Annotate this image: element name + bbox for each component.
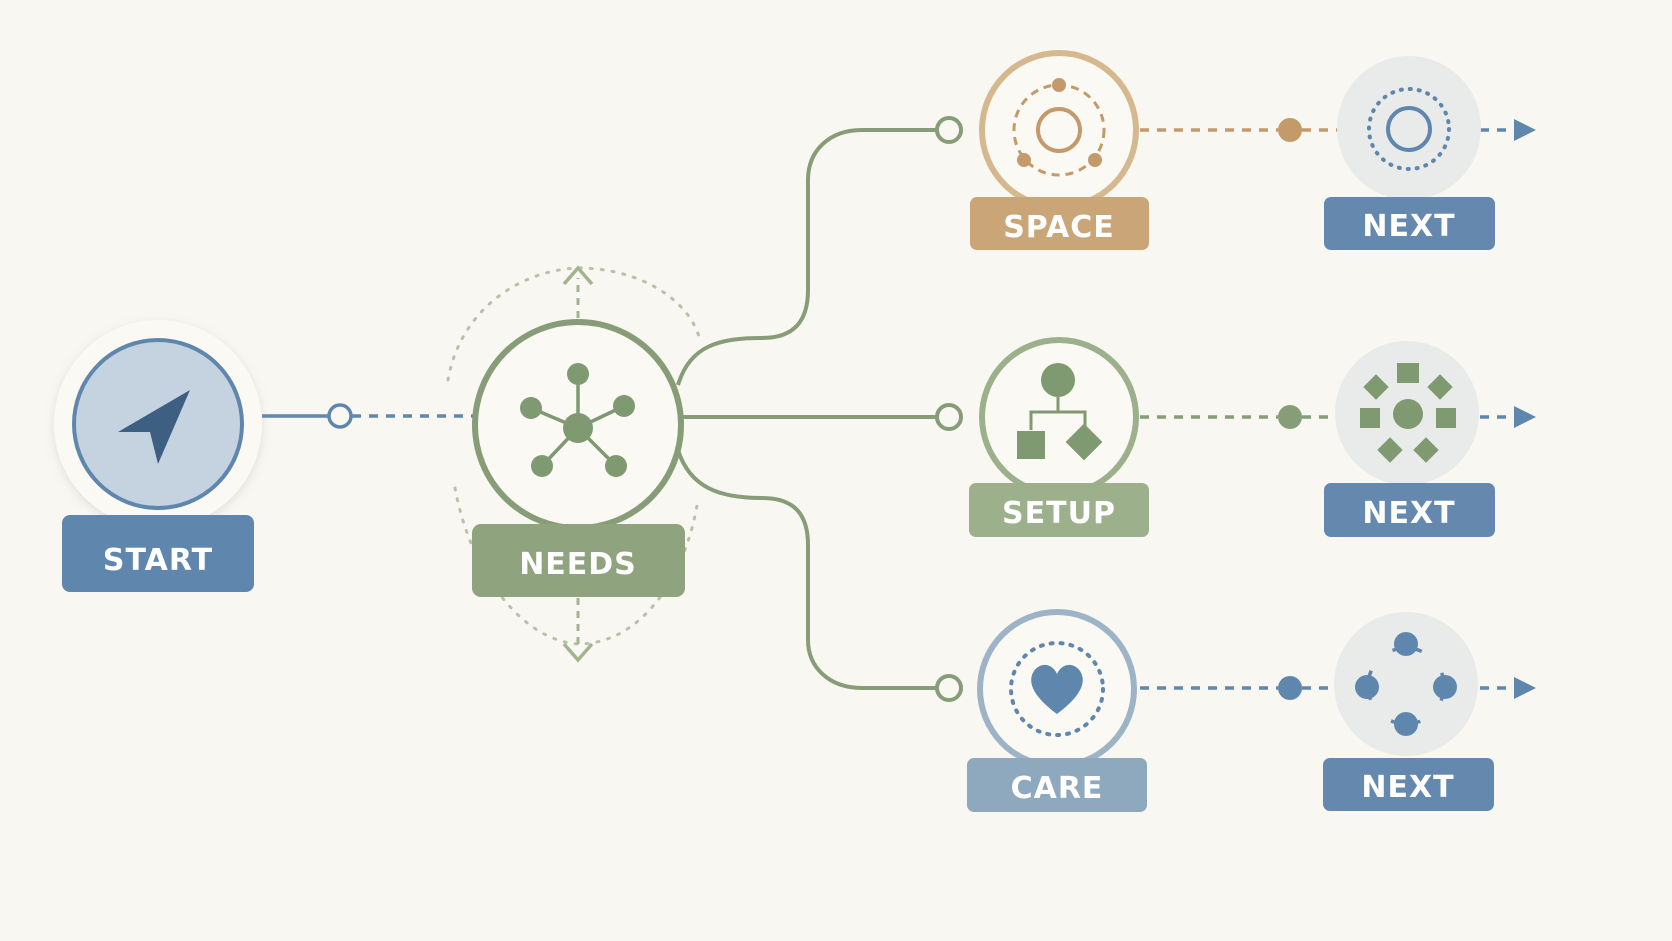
node-needs[interactable]: NEEDS [446,265,702,663]
needs-down-arrowhead [562,642,594,663]
space-label: SPACE [1003,210,1115,245]
connector-needs-care [676,449,937,690]
node-next-2[interactable]: NEXT [1324,341,1495,537]
next-1-disc [1337,56,1481,200]
setup-label-box [969,483,1149,537]
node-start[interactable]: START [54,320,262,592]
care-label: CARE [1011,771,1104,806]
node-setup[interactable]: SETUP [969,337,1149,537]
needs-up-arrowhead [562,265,594,286]
arrowhead-next3 [1514,677,1536,699]
setup-label: SETUP [1002,496,1116,531]
next-1-label: NEXT [1362,209,1455,244]
node-next-1[interactable]: NEXT [1324,56,1495,250]
orbit-ring-icon [1012,78,1106,177]
navigation-arrow-icon [118,390,190,464]
cycle-dots-icon [1355,632,1457,736]
space-disc [979,50,1139,210]
node-care[interactable]: CARE [967,609,1147,812]
next-3-disc [1334,612,1478,756]
next-2-label-box [1324,483,1495,537]
arrowhead-next1 [1514,119,1536,141]
space-label-box [970,197,1149,250]
connector-space-next-dot [1278,118,1302,142]
start-label: START [103,543,213,578]
start-label-box [62,515,254,592]
needs-label-box [472,524,685,597]
connectors [262,116,1536,702]
node-next-3[interactable]: NEXT [1323,612,1494,811]
heart-icon [1009,641,1105,737]
next-3-label: NEXT [1361,770,1454,805]
connector-space-node-dot [935,116,963,144]
care-label-box [967,758,1147,812]
connector-start-node-dot [327,403,353,429]
hierarchy-shapes-icon [1017,363,1103,461]
arrowhead-next2 [1514,406,1536,428]
connector-setup-next-dot [1278,405,1302,429]
needs-label: NEEDS [519,547,637,582]
connector-needs-space [676,128,937,386]
next-2-label: NEXT [1362,496,1455,531]
connector-setup-node-dot [935,403,963,431]
connector-care-next-dot [1278,676,1302,700]
dotted-ring-icon [1367,87,1451,171]
node-space[interactable]: SPACE [970,50,1149,250]
connector-care-node-dot [935,674,963,702]
network-hub-icon [520,363,635,477]
next-1-label-box [1324,197,1495,250]
next-3-label-box [1323,758,1494,811]
